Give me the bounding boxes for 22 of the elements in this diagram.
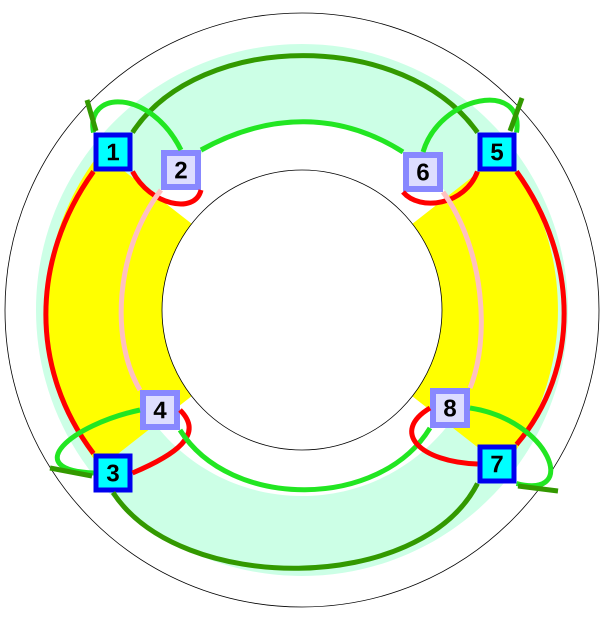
curve-line <box>43 170 96 455</box>
curve-line <box>469 406 553 488</box>
curve-line <box>200 119 404 154</box>
number-box: 7 <box>478 444 516 484</box>
number-box: 5 <box>478 132 516 172</box>
curve-line <box>90 100 184 152</box>
number-box: 3 <box>94 454 132 492</box>
number-box: 6 <box>403 152 443 192</box>
number-box: 2 <box>161 150 201 190</box>
number-box: 4 <box>140 390 180 430</box>
curve-line <box>178 426 432 492</box>
number-box: 8 <box>430 388 470 428</box>
curve-line <box>420 98 520 153</box>
curve-line <box>111 482 480 571</box>
curve-line <box>514 170 567 446</box>
curve-line <box>440 190 484 389</box>
curve-line <box>130 53 480 134</box>
curve-line <box>132 408 192 476</box>
curve-line <box>54 408 141 476</box>
number-box: 1 <box>94 132 132 172</box>
curve-line <box>409 406 478 466</box>
curve-line <box>118 188 164 392</box>
